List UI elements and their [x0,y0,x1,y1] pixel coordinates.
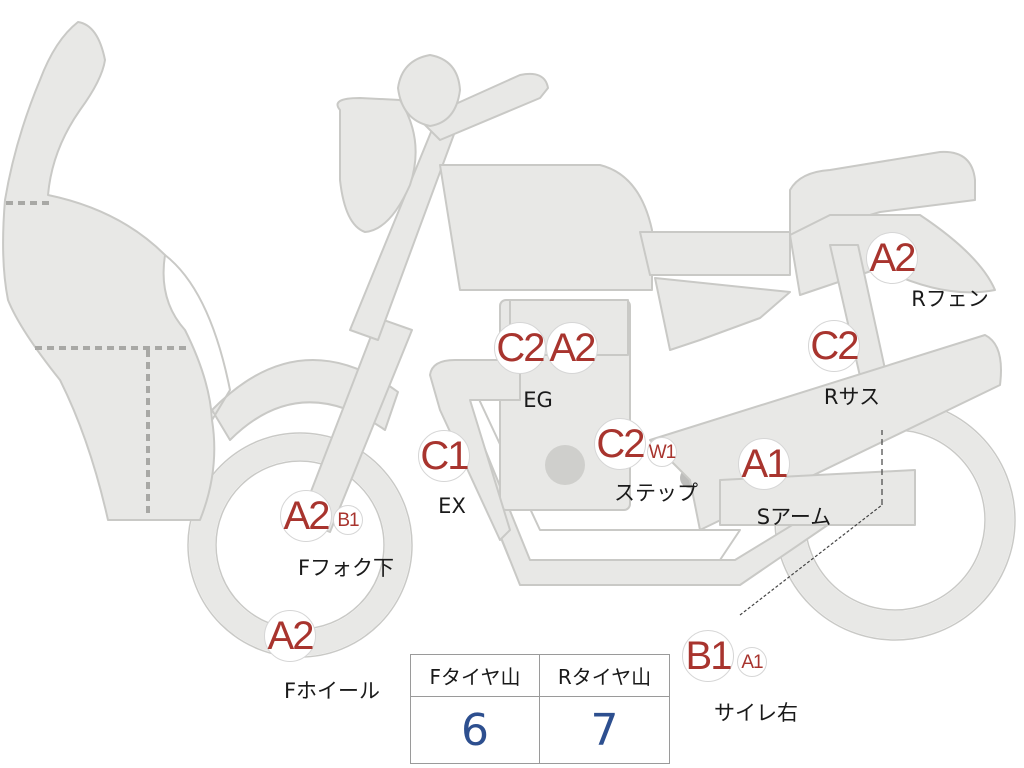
grade-engine-1: C2 [494,322,546,374]
label-rear-suspension: Rサス [823,385,881,409]
grade-rear-suspension: C2 [808,320,860,372]
fuel-tank-shape [439,164,653,291]
label-exhaust: EX [438,494,466,518]
label-engine: EG [523,388,553,412]
label-step: ステップ [614,481,698,505]
label-front-wheel: Fホイール [283,679,381,703]
grade-front-fork-2: B1 [333,505,363,535]
grade-silencer-2: A1 [737,647,767,677]
grade-swing-arm: A1 [738,438,790,490]
seat-shape [639,231,791,276]
grade-front-fork-1: A2 [280,490,332,542]
label-swing-arm: Sアーム [756,505,832,529]
grade-engine-2: A2 [546,322,598,374]
grade-step-1: C2 [594,418,646,470]
exhaust-shape [429,359,521,541]
grade-step-2: W1 [647,437,677,467]
grade-rear-fender: A2 [866,232,918,284]
rear-tire-value: 7 [590,704,619,756]
fairing-shape [2,21,216,521]
front-tire-value: 6 [411,697,540,763]
handlebar-shape [419,72,549,141]
grade-silencer-1: B1 [682,630,734,682]
front-fender-shape [211,359,399,441]
label-front-fork-lower: Fフォク下 [297,556,395,580]
rear-tire-header: Rタイヤ山 [540,655,669,697]
headlight-shape [336,97,417,233]
label-rear-fender: Rフェン [911,287,989,311]
label-silencer-right: サイレ右 [714,701,798,725]
tire-tread-table: Fタイヤ山 Rタイヤ山 6 7 [410,654,670,764]
grade-exhaust: C1 [418,430,470,482]
front-tire-header: Fタイヤ山 [411,655,540,697]
grade-front-wheel: A2 [264,610,316,662]
